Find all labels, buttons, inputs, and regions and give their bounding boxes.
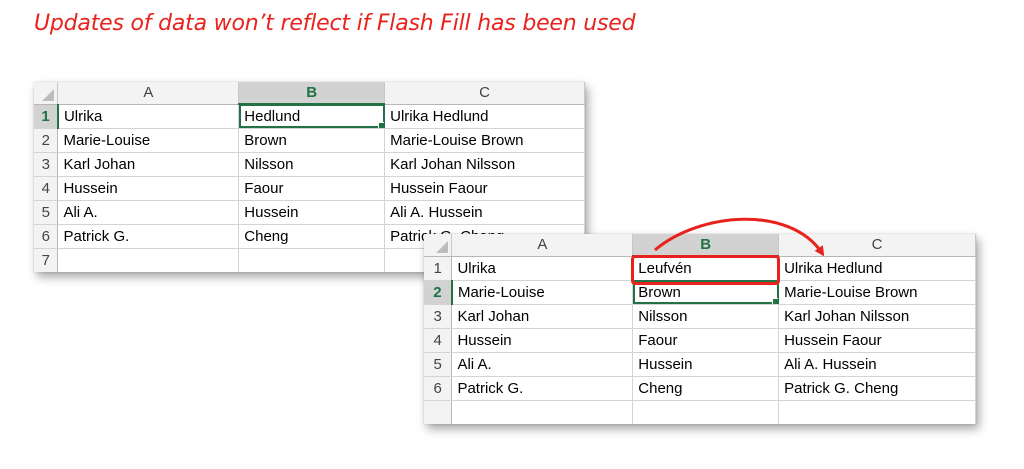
row-header[interactable]: 6 [424, 376, 453, 401]
row-header[interactable]: 1 [34, 104, 59, 129]
table-row: 6 Patrick G. Cheng Patrick G. Cheng [424, 376, 976, 401]
cell-a5[interactable]: Ali A. [57, 200, 240, 225]
cell-a2[interactable]: Marie-Louise [57, 128, 240, 153]
cell-c4[interactable]: Hussein Faour [778, 328, 976, 353]
row-header[interactable]: 3 [424, 304, 453, 329]
page-title: Updates of data won’t reflect if Flash F… [34, 11, 636, 36]
select-all-icon [436, 240, 449, 253]
cell-a7[interactable] [57, 248, 240, 272]
cell-b1-value: Hedlund [244, 107, 301, 125]
fill-handle[interactable] [772, 297, 778, 303]
cell-a4[interactable]: Hussein [57, 176, 240, 201]
cell-c5[interactable]: Ali A. Hussein [384, 200, 585, 225]
cell-a3[interactable]: Karl Johan [57, 152, 240, 177]
cell-c2[interactable]: Marie-Louise Brown [778, 280, 976, 305]
cell-b3[interactable]: Nilsson [238, 152, 386, 177]
row-header[interactable]: 1 [424, 256, 453, 281]
column-header-c[interactable]: C [384, 82, 585, 105]
table-row [424, 400, 976, 424]
select-all-corner[interactable] [34, 82, 59, 105]
cell-b6[interactable]: Cheng [632, 376, 780, 401]
row-header[interactable]: 5 [424, 352, 453, 377]
row-header[interactable] [424, 400, 453, 424]
cell-a6[interactable]: Patrick G. [451, 376, 634, 401]
cell-b1[interactable]: Leufvén [632, 256, 780, 281]
row-header[interactable]: 2 [34, 128, 59, 153]
row-header[interactable]: 2 [424, 280, 453, 305]
table-row: 1 Ulrika Leufvén Ulrika Hedlund [424, 256, 976, 281]
grid-before: A B C 1 Ulrika Hedlund Ulrika Hedlund 2 … [34, 82, 585, 272]
row-header[interactable]: 7 [34, 248, 59, 272]
cell-c3[interactable]: Karl Johan Nilsson [778, 304, 976, 329]
cell-b7[interactable] [632, 400, 780, 424]
table-row: 4 Hussein Faour Hussein Faour [34, 176, 585, 201]
cell-b2-value: Brown [638, 283, 681, 301]
cell-b4[interactable]: Faour [238, 176, 386, 201]
column-header-a[interactable]: A [451, 234, 634, 257]
select-all-icon [42, 88, 55, 101]
cell-a5[interactable]: Ali A. [451, 352, 634, 377]
cell-b5[interactable]: Hussein [632, 352, 780, 377]
cell-c6[interactable]: Patrick G. Cheng [778, 376, 976, 401]
table-row: 3 Karl Johan Nilsson Karl Johan Nilsson [34, 152, 585, 177]
row-header[interactable]: 6 [34, 224, 59, 249]
column-header-b[interactable]: B [238, 82, 386, 105]
cell-a1[interactable]: Ulrika [57, 104, 240, 129]
column-header-a[interactable]: A [57, 82, 240, 105]
column-header-row: A B C [424, 234, 976, 257]
table-row: 2 Marie-Louise Brown Marie-Louise Brown [34, 128, 585, 153]
cell-b6[interactable]: Cheng [238, 224, 386, 249]
cell-b3[interactable]: Nilsson [632, 304, 780, 329]
row-header[interactable]: 4 [424, 328, 453, 353]
cell-a3[interactable]: Karl Johan [451, 304, 634, 329]
table-row: 3 Karl Johan Nilsson Karl Johan Nilsson [424, 304, 976, 329]
cell-a6[interactable]: Patrick G. [57, 224, 240, 249]
spreadsheet-before: A B C 1 Ulrika Hedlund Ulrika Hedlund 2 … [34, 82, 585, 272]
cell-a1[interactable]: Ulrika [451, 256, 634, 281]
row-header[interactable]: 5 [34, 200, 59, 225]
table-row: 4 Hussein Faour Hussein Faour [424, 328, 976, 353]
table-row: 2 Marie-Louise Brown Marie-Louise Brown [424, 280, 976, 305]
cell-c7[interactable] [778, 400, 976, 424]
column-header-b[interactable]: B [632, 234, 780, 257]
cell-a7[interactable] [451, 400, 634, 424]
table-row: 5 Ali A. Hussein Ali A. Hussein [424, 352, 976, 377]
column-header-row: A B C [34, 82, 585, 105]
cell-c5[interactable]: Ali A. Hussein [778, 352, 976, 377]
row-header[interactable]: 3 [34, 152, 59, 177]
cell-a4[interactable]: Hussein [451, 328, 634, 353]
cell-b7[interactable] [238, 248, 386, 272]
cell-b5[interactable]: Hussein [238, 200, 386, 225]
spreadsheet-after: A B C 1 Ulrika Leufvén Ulrika Hedlund 2 … [424, 234, 976, 424]
table-row: 5 Ali A. Hussein Ali A. Hussein [34, 200, 585, 225]
grid-after: A B C 1 Ulrika Leufvén Ulrika Hedlund 2 … [424, 234, 976, 424]
cell-c1[interactable]: Ulrika Hedlund [778, 256, 976, 281]
cell-c2[interactable]: Marie-Louise Brown [384, 128, 585, 153]
select-all-corner[interactable] [424, 234, 453, 257]
cell-b2-active[interactable]: Brown [632, 280, 780, 305]
column-header-c[interactable]: C [778, 234, 976, 257]
row-header[interactable]: 4 [34, 176, 59, 201]
table-row: 1 Ulrika Hedlund Ulrika Hedlund [34, 104, 585, 129]
cell-a2[interactable]: Marie-Louise [451, 280, 634, 305]
cell-b1-active[interactable]: Hedlund [238, 104, 386, 129]
cell-c1[interactable]: Ulrika Hedlund [384, 104, 585, 129]
cell-b2[interactable]: Brown [238, 128, 386, 153]
fill-handle[interactable] [378, 121, 384, 127]
cell-c4[interactable]: Hussein Faour [384, 176, 585, 201]
cell-b4[interactable]: Faour [632, 328, 780, 353]
cell-c3[interactable]: Karl Johan Nilsson [384, 152, 585, 177]
